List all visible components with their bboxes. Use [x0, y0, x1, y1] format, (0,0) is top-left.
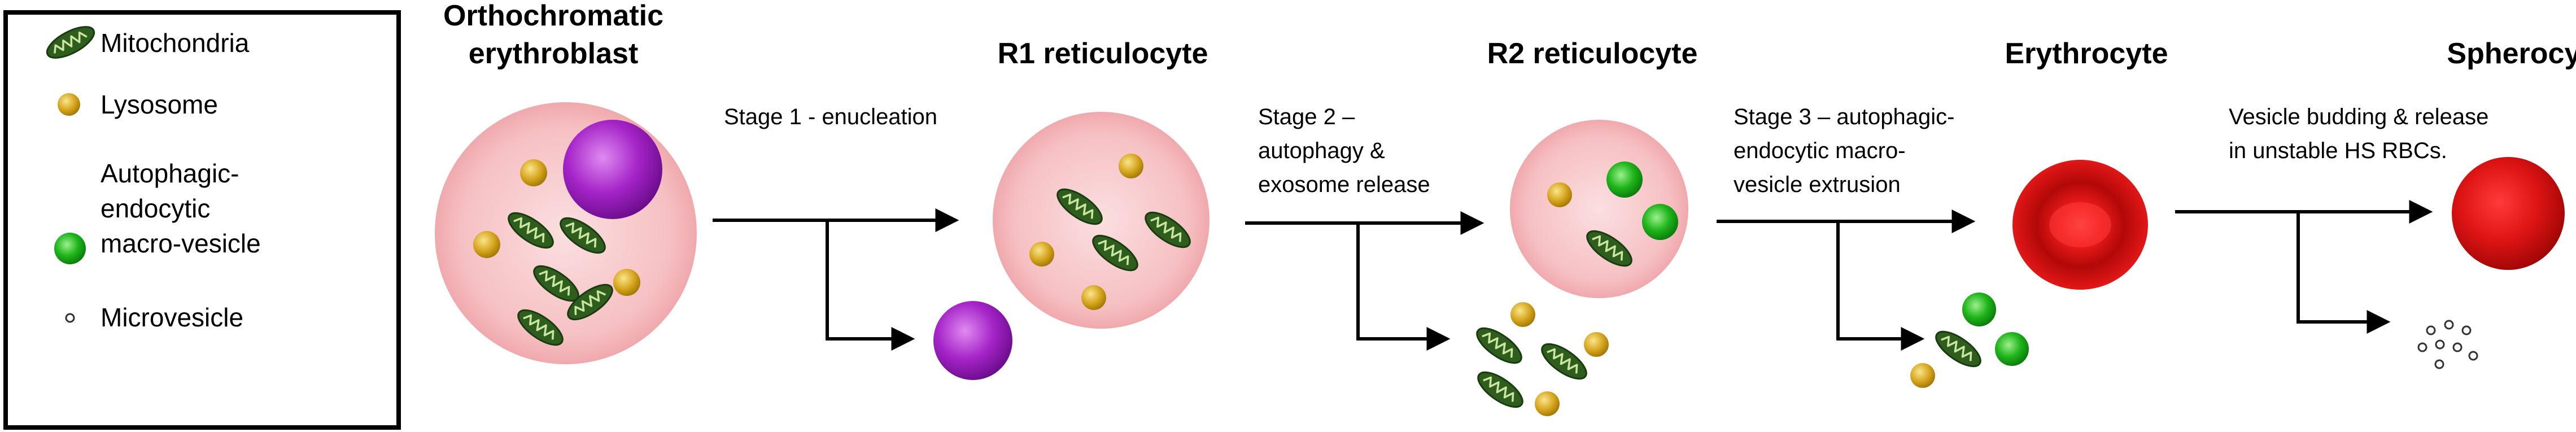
spherocyte: Spherocyte [2447, 37, 2576, 270]
stage-1-label: Stage 1 - enucleation [724, 104, 937, 129]
stage-3-label-2: endocytic macro- [1734, 138, 1906, 163]
microvesicle-icon [2434, 359, 2444, 369]
cell-title-erythrocyte: Erythrocyte [2005, 37, 2168, 70]
microvesicle-icon [2468, 351, 2478, 361]
erythrocyte-center [2049, 202, 2111, 247]
spherocyte-body [2452, 157, 2565, 270]
stage-4-label-1: Vesicle budding & release [2229, 104, 2488, 129]
microvesicle-icon [2426, 325, 2436, 335]
microvesicle-cluster [2417, 320, 2478, 369]
mitochondrion-icon [1929, 324, 1987, 374]
lysosome-icon [1547, 182, 1572, 207]
macro-vesicle-icon [54, 233, 86, 264]
stage-2: Stage 2 – autophagy & exosome release [1245, 104, 1609, 416]
legend-label-lysosome: Lysosome [101, 90, 218, 119]
legend-box [3, 10, 401, 430]
lysosome-icon [1584, 332, 1609, 357]
macro-vesicle-icon [1606, 162, 1643, 198]
mitochondrion-icon [1472, 365, 1529, 414]
macro-vesicle-icon [1642, 204, 1678, 240]
lysosome-icon [58, 93, 80, 116]
stage-4: Vesicle budding & release in unstable HS… [2175, 104, 2488, 369]
cell-title-spherocyte: Spherocyte [2447, 37, 2576, 70]
stage-4-label-2: in unstable HS RBCs. [2229, 138, 2447, 163]
lysosome-icon [1910, 363, 1935, 388]
microvesicle-icon [2435, 339, 2445, 350]
lysosome-icon [1535, 391, 1560, 416]
cell-title-r2: R2 reticulocyte [1487, 37, 1698, 70]
stage-2-branch-arrow [1356, 223, 1451, 351]
mitochondrion-icon [1535, 337, 1593, 386]
lysosome-icon [1510, 302, 1535, 327]
stage-3-label-1: Stage 3 – autophagic- [1734, 104, 1954, 129]
legend-label-vesicle-3: macro-vesicle [101, 229, 261, 258]
nucleus-icon [563, 120, 662, 219]
microvesicle-icon [2452, 342, 2463, 352]
macro-vesicle-icon [1995, 332, 2029, 366]
macro-vesicle-icon [1962, 293, 1996, 326]
microvesicle-icon [2461, 325, 2472, 335]
erythrocyte: Erythrocyte [2005, 37, 2168, 290]
stage-2-label-3: exosome release [1258, 172, 1430, 197]
legend-label-vesicle-1: Autophagic- [101, 159, 239, 188]
stage-2-label-1: Stage 2 – [1258, 104, 1355, 129]
lysosome-icon [1029, 242, 1054, 267]
lysosome-icon [1119, 154, 1143, 178]
legend-label-mitochondria: Mitochondria [101, 28, 250, 58]
cell-body [1510, 120, 1688, 298]
nucleus-icon [933, 301, 1012, 380]
orthochromatic-erythroblast: Orthochromatic erythroblast [435, 0, 697, 364]
cell-title-orthochromatic-2: erythroblast [469, 37, 639, 70]
r2-reticulocyte: R2 reticulocyte [1487, 37, 1698, 298]
cell-title-orthochromatic-1: Orthochromatic [443, 0, 663, 32]
microvesicle-icon [2417, 342, 2427, 352]
lysosome-icon [520, 159, 547, 186]
mitochondrion-icon [1470, 321, 1528, 370]
legend-label-microvesicle: Microvesicle [101, 303, 243, 332]
stage-3: Stage 3 – autophagic- endocytic macro- v… [1717, 104, 2029, 388]
stage-4-branch-arrow [2296, 212, 2391, 334]
r1-reticulocyte: R1 reticulocyte [993, 37, 1210, 329]
stage-1: Stage 1 - enucleation [713, 104, 1012, 380]
lysosome-icon [613, 269, 640, 296]
microvesicle-icon [65, 313, 75, 323]
legend-label-vesicle-2: endocytic [101, 194, 210, 223]
lysosome-icon [473, 231, 500, 258]
lysosome-icon [1081, 285, 1106, 310]
cell-title-r1: R1 reticulocyte [998, 37, 1208, 70]
stage-3-branch-arrow [1836, 221, 1925, 351]
legend: Mitochondria Lysosome Autophagic- endocy… [3, 10, 401, 430]
stage-2-label-2: autophagy & [1258, 138, 1385, 163]
stage-1-branch-arrow [826, 220, 915, 351]
stage-3-label-3: vesicle extrusion [1734, 172, 1901, 197]
microvesicle-icon [2444, 320, 2454, 330]
